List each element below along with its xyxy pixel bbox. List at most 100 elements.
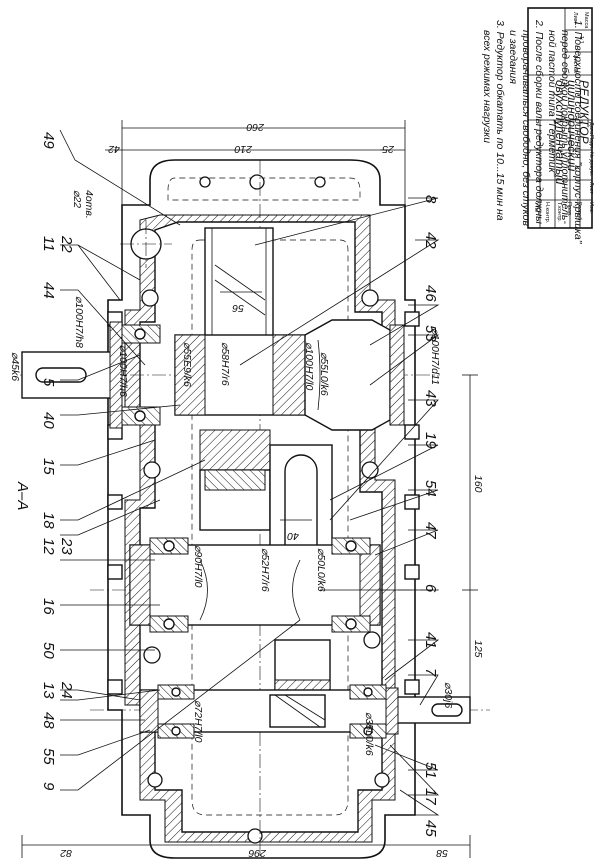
intermediate-shaft-assembly <box>129 429 381 701</box>
position-43: 43 <box>422 390 439 407</box>
bolt-hole <box>374 772 390 788</box>
bolt-hole <box>199 176 211 188</box>
position-47: 47 <box>422 522 439 539</box>
top-dimensions: 260 210 42 25 56 40 <box>105 120 406 542</box>
fit-100h7-d11: ⌀100H7/d11 <box>429 328 441 385</box>
fit-50l0-k6: ⌀50L0/k6 <box>315 548 327 592</box>
note-line: всех режимах нагрузки <box>481 30 493 143</box>
position-41: 41 <box>422 632 439 649</box>
dimension-296: 296 <box>248 847 267 859</box>
title-col-doc: № докум. <box>588 152 594 177</box>
note-line: 3. Редуктор обкатать по 10...15 мин на <box>494 20 506 221</box>
position-44: 44 <box>40 282 57 299</box>
leader-lines <box>59 129 440 816</box>
dimension-125: 125 <box>472 640 484 658</box>
position-17: 17 <box>422 788 439 805</box>
fit-100h7-h8: ⌀100H7/h8 <box>73 296 85 348</box>
position-55: 55 <box>40 748 57 765</box>
bolt-hole <box>361 289 379 307</box>
position-9: 9 <box>40 782 57 791</box>
hole-diameter: ⌀22 <box>71 190 83 208</box>
dimension-260: 260 <box>246 121 265 133</box>
fit-100h7-l0: ⌀100H7/l0 <box>303 342 315 391</box>
position-6: 6 <box>422 584 439 593</box>
title-name: РЕДУКТОР <box>577 80 591 144</box>
position-7: 7 <box>422 668 439 677</box>
title-block: РЕДУКТОР цилиндрический двухступенчатый … <box>527 7 594 229</box>
fit-72h7-l0: ⌀72H7/l0 <box>192 700 204 743</box>
title-mass: Масса <box>583 12 589 29</box>
position-42: 42 <box>422 232 439 249</box>
note-line: перед сборкой покрыть уплотнитель- <box>559 30 571 224</box>
bolt-hole <box>143 461 161 479</box>
position-13: 13 <box>40 682 57 699</box>
position-46: 46 <box>422 285 439 302</box>
dimension-40: 40 <box>287 530 299 542</box>
dimension-42: 42 <box>108 143 120 155</box>
title-row-ncontrol: Н.контр. <box>544 202 550 224</box>
title-col-change: Изм. <box>588 202 594 214</box>
position-54: 54 <box>422 480 439 497</box>
position-22: 22 <box>58 235 75 253</box>
technical-notes: 1. Поверхности соединения "корпус-крышка… <box>481 19 584 245</box>
dimension-82: 82 <box>60 847 72 859</box>
bolt-hole <box>249 174 265 190</box>
dimension-160: 160 <box>472 475 484 493</box>
title-scale: 1:1 <box>578 36 584 44</box>
fit-35l0-k6: ⌀35L0/k6 <box>363 712 375 756</box>
title-col-sign: Подп. <box>588 135 594 150</box>
fit-58h7-r6: ⌀58H7/r6 <box>219 342 231 386</box>
bolt-hole <box>247 828 263 844</box>
title-col-sheet: Лист <box>588 182 594 194</box>
position-11: 11 <box>40 236 57 252</box>
position-16: 16 <box>40 598 57 615</box>
title-sheets: Листов <box>572 55 578 73</box>
bolt-hole <box>363 631 381 649</box>
bolt-hole <box>141 289 159 307</box>
fit-annotations: ⌀22 4отв. ⌀100H7/h8 ⌀45k6 ⌀100H7/h6 ⌀55E… <box>9 190 454 756</box>
title-col-date: Дата <box>588 122 594 135</box>
position-12: 12 <box>40 538 57 555</box>
bolt-hole <box>143 646 161 664</box>
note-line: и заедания <box>507 30 519 84</box>
fit-55e9-k6: ⌀55E9/k6 <box>181 342 193 387</box>
fit-52h7-r6: ⌀52H7/r6 <box>259 548 271 592</box>
title-row-dev: Разраб. <box>576 202 582 222</box>
position-45: 45 <box>422 820 439 837</box>
position-53: 53 <box>422 325 439 342</box>
dimension-210: 210 <box>234 143 253 155</box>
position-23: 23 <box>58 537 75 555</box>
input-shaft-assembly <box>139 684 471 739</box>
right-dimensions: 160 125 <box>462 374 484 710</box>
position-18: 18 <box>40 512 57 529</box>
output-shaft-assembly <box>21 227 405 431</box>
bolt-hole <box>147 772 163 788</box>
fit-100h7-h6: ⌀100H7/h6 <box>117 345 129 397</box>
position-labels: 49 8 11 22 44 42 46 53 5 40 43 19 15 18 … <box>40 132 439 837</box>
fit-90h7-l0: ⌀90H7/l0 <box>192 545 204 588</box>
section-title: А–А <box>14 481 31 510</box>
bottom-dimensions: 82 296 58 <box>21 835 471 859</box>
bolt-hole <box>361 461 379 479</box>
position-24: 24 <box>58 681 75 699</box>
title-row-check: Пров. <box>566 202 572 217</box>
fit-45k6: ⌀45k6 <box>9 352 21 381</box>
bolt-hole <box>314 176 326 188</box>
position-50: 50 <box>40 642 57 659</box>
position-49: 49 <box>40 132 57 149</box>
hole-count: 4отв. <box>83 190 95 219</box>
position-19: 19 <box>422 432 439 449</box>
note-line: проворачиваться свободно, без стуков <box>520 30 532 227</box>
position-40: 40 <box>40 412 57 429</box>
title-row-tcontrol: Т.контр. <box>556 202 562 222</box>
dimension-56: 56 <box>232 302 244 314</box>
position-5: 5 <box>40 378 57 387</box>
title-stages: двухступенчатый <box>553 80 567 185</box>
note-line: 1. Поверхности соединения "корпус-крышка… <box>572 20 584 245</box>
title-type: цилиндрический <box>565 80 579 172</box>
position-48: 48 <box>40 712 57 729</box>
title-sheet: Лист <box>572 12 578 24</box>
fit-55l0-k6: ⌀55L0/k6 <box>318 352 330 396</box>
title-row-approve: Утв. <box>533 202 539 213</box>
